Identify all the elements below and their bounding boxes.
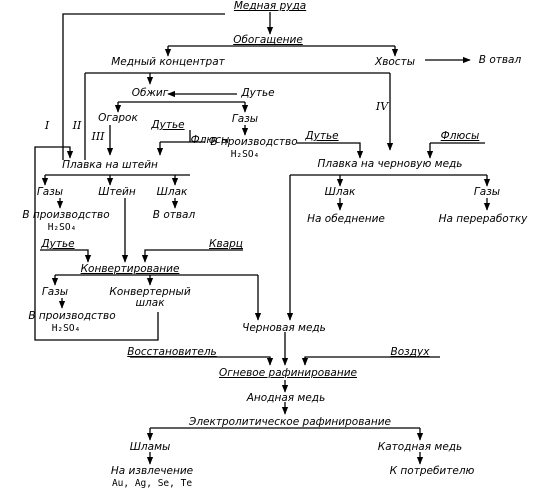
electrolytic-refining-label: Электролитическое рафинирование xyxy=(189,416,391,428)
cathode-copper-label: Катодная медь xyxy=(377,441,463,453)
route-label-4: IV xyxy=(375,100,389,113)
to-processing-label: На переработку xyxy=(438,213,528,225)
gases-label-1: Газы xyxy=(231,113,259,125)
ore-label: Медная руда xyxy=(233,0,307,12)
gases-label-2: Газы xyxy=(36,186,64,198)
cinder-label: Огарок xyxy=(98,112,138,124)
blast-label-2: Дутье xyxy=(151,119,185,131)
fire-refining-label: Огневое рафинирование xyxy=(219,367,357,379)
blister-copper-label: Черновая медь xyxy=(242,322,326,334)
route-label-2: II xyxy=(72,119,82,132)
to-consumer-label: К потребителю xyxy=(389,465,475,477)
gases-label-4: Газы xyxy=(473,186,501,198)
route-label-1: I xyxy=(44,119,50,132)
reducer-label: Восстановитель xyxy=(127,346,217,358)
to-production-label-1: В производство xyxy=(210,136,298,148)
to-extraction-label: На извлечение xyxy=(110,465,194,477)
slag-label-2: Шлак xyxy=(324,186,356,198)
slag-label-1: Шлак xyxy=(156,186,188,198)
dump-label-2: В отвал xyxy=(152,209,196,221)
blister-smelting-label: Плавка на черновую медь xyxy=(317,158,463,170)
to-production-label-2: В производство xyxy=(22,209,110,221)
concentrate-label: Медный концентрат xyxy=(111,56,225,68)
route-label-3: III xyxy=(91,130,105,143)
matte-label: Штейн xyxy=(98,186,136,198)
beneficiation-label: Обогащение xyxy=(233,34,303,46)
metals-label: Au, Ag, Se, Te xyxy=(111,478,193,489)
to-depletion-label: На обеднение xyxy=(307,213,385,225)
converting-label: Конвертирование xyxy=(80,263,180,275)
dump-label-1: В отвал xyxy=(478,54,522,66)
blast-label-3: Дутье xyxy=(41,238,75,250)
roasting-label: Обжиг xyxy=(131,87,169,99)
blast-label-4: Дутье xyxy=(305,130,339,142)
h2so4-label-1: H₂SO₄ xyxy=(230,149,260,160)
to-production-label-3: В производство xyxy=(28,310,116,322)
slimes-label: Шламы xyxy=(129,441,171,453)
h2so4-label-2: H₂SO₄ xyxy=(47,222,77,233)
air-label: Воздух xyxy=(390,346,430,358)
anode-copper-label: Анодная медь xyxy=(246,392,326,404)
gases-label-3: Газы xyxy=(41,286,69,298)
blast-label-1: Дутье xyxy=(241,87,275,99)
quartz-label: Кварц xyxy=(209,238,243,250)
fluxes-label-1: Флюсы xyxy=(190,134,230,146)
converter-slag-label: Конвертерный шлак xyxy=(109,286,191,310)
matte-smelting-label: Плавка на штейн xyxy=(62,159,158,171)
h2so4-label-3: H₂SO₄ xyxy=(51,323,81,334)
fluxes-label-2: Флюсы xyxy=(440,130,480,142)
tailings-label: Хвосты xyxy=(375,56,415,68)
